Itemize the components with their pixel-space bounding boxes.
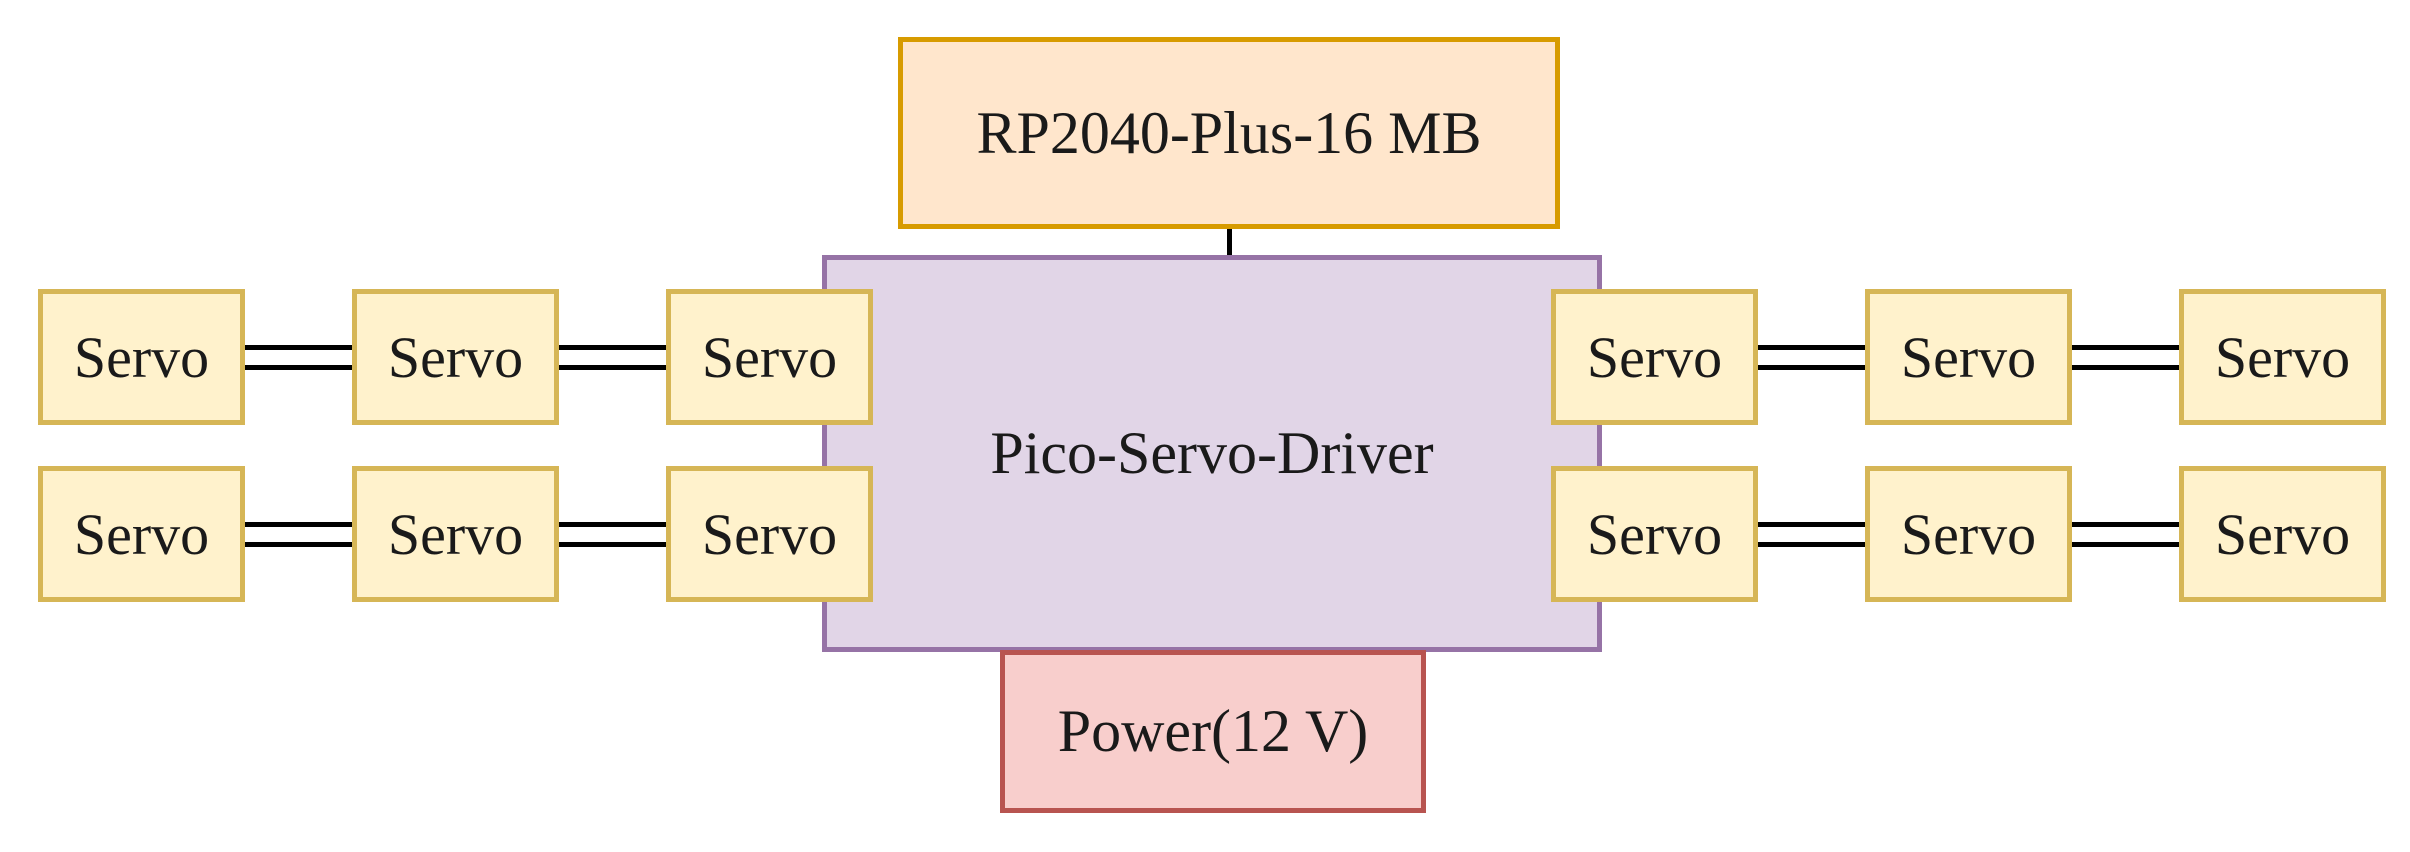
wire-left-bottom-1b [245, 542, 353, 547]
servo-box-left-bottom-3: Servo [666, 466, 873, 602]
wire-left-top-1b [245, 365, 353, 370]
wire-left-bottom-2b [559, 542, 667, 547]
wire-right-bottom-2b [2072, 542, 2180, 547]
driver-label: Pico-Servo-Driver [990, 420, 1434, 486]
servo-box-right-bottom-1: Servo [1551, 466, 1758, 602]
servo-label: Servo [1586, 324, 1723, 390]
mcu-label: RP2040-Plus-16 MB [976, 99, 1482, 166]
wire-right-top-2a [2072, 345, 2180, 350]
servo-box-left-top-3: Servo [666, 289, 873, 425]
wire-left-top-2a [559, 345, 667, 350]
servo-label: Servo [701, 501, 838, 567]
pico-servo-driver-box: Pico-Servo-Driver [822, 255, 1602, 652]
wire-right-bottom-2a [2072, 522, 2180, 527]
servo-box-left-top-1: Servo [38, 289, 245, 425]
power-supply-box: Power(12 V) [1000, 650, 1426, 813]
servo-box-left-bottom-2: Servo [352, 466, 559, 602]
servo-box-right-bottom-2: Servo [1865, 466, 2072, 602]
servo-box-right-top-3: Servo [2179, 289, 2386, 425]
wire-left-bottom-2a [559, 522, 667, 527]
servo-label: Servo [387, 324, 524, 390]
wire-left-top-1a [245, 345, 353, 350]
servo-box-left-top-2: Servo [352, 289, 559, 425]
wire-right-bottom-1b [1758, 542, 1866, 547]
servo-label: Servo [73, 324, 210, 390]
wire-right-top-1a [1758, 345, 1866, 350]
servo-box-right-top-2: Servo [1865, 289, 2072, 425]
power-label: Power(12 V) [1057, 698, 1369, 764]
servo-box-left-bottom-1: Servo [38, 466, 245, 602]
servo-box-right-top-1: Servo [1551, 289, 1758, 425]
servo-label: Servo [1900, 324, 2037, 390]
servo-box-right-bottom-3: Servo [2179, 466, 2386, 602]
wire-right-top-1b [1758, 365, 1866, 370]
servo-label: Servo [2214, 501, 2351, 567]
servo-label: Servo [701, 324, 838, 390]
wire-left-bottom-1a [245, 522, 353, 527]
servo-label: Servo [1900, 501, 2037, 567]
servo-label: Servo [1586, 501, 1723, 567]
servo-label: Servo [73, 501, 210, 567]
servo-label: Servo [387, 501, 524, 567]
wire-right-bottom-1a [1758, 522, 1866, 527]
servo-label: Servo [2214, 324, 2351, 390]
mcu-driver-connector [1227, 229, 1232, 257]
wire-left-top-2b [559, 365, 667, 370]
wire-right-top-2b [2072, 365, 2180, 370]
rp2040-board-box: RP2040-Plus-16 MB [898, 37, 1560, 229]
